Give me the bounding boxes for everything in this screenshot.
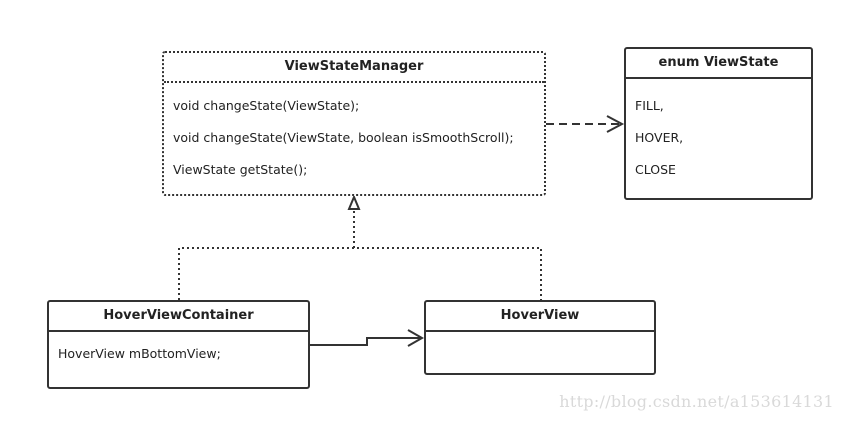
method-line: void changeState(ViewState); (173, 98, 360, 113)
class-methods: void changeState(ViewState); void change… (164, 83, 544, 186)
class-title: HoverViewContainer (49, 302, 308, 332)
hover-view-class: HoverView (424, 300, 656, 375)
field-line: HoverView mBottomView; (58, 346, 221, 361)
enum-value: CLOSE (635, 162, 676, 177)
dependency-arrow (546, 115, 625, 133)
enum-value: HOVER, (635, 130, 684, 145)
class-title: ViewStateManager (164, 53, 544, 83)
class-title: enum ViewState (626, 49, 811, 79)
enum-value: FILL, (635, 98, 664, 113)
enum-values: FILL, HOVER, CLOSE (626, 79, 811, 186)
class-fields: HoverView mBottomView; (49, 332, 308, 370)
hover-view-container-class: HoverViewContainer HoverView mBottomView… (47, 300, 310, 389)
association-arrow (310, 329, 425, 347)
method-line: void changeState(ViewState, boolean isSm… (173, 130, 514, 145)
class-title: HoverView (426, 302, 654, 332)
realization-arrow (178, 194, 542, 300)
enum-view-state-class: enum ViewState FILL, HOVER, CLOSE (624, 47, 813, 200)
method-line: ViewState getState(); (173, 162, 308, 177)
view-state-manager-class: ViewStateManager void changeState(ViewSt… (162, 51, 546, 196)
watermark-text: http://blog.csdn.net/a153614131 (559, 392, 834, 411)
